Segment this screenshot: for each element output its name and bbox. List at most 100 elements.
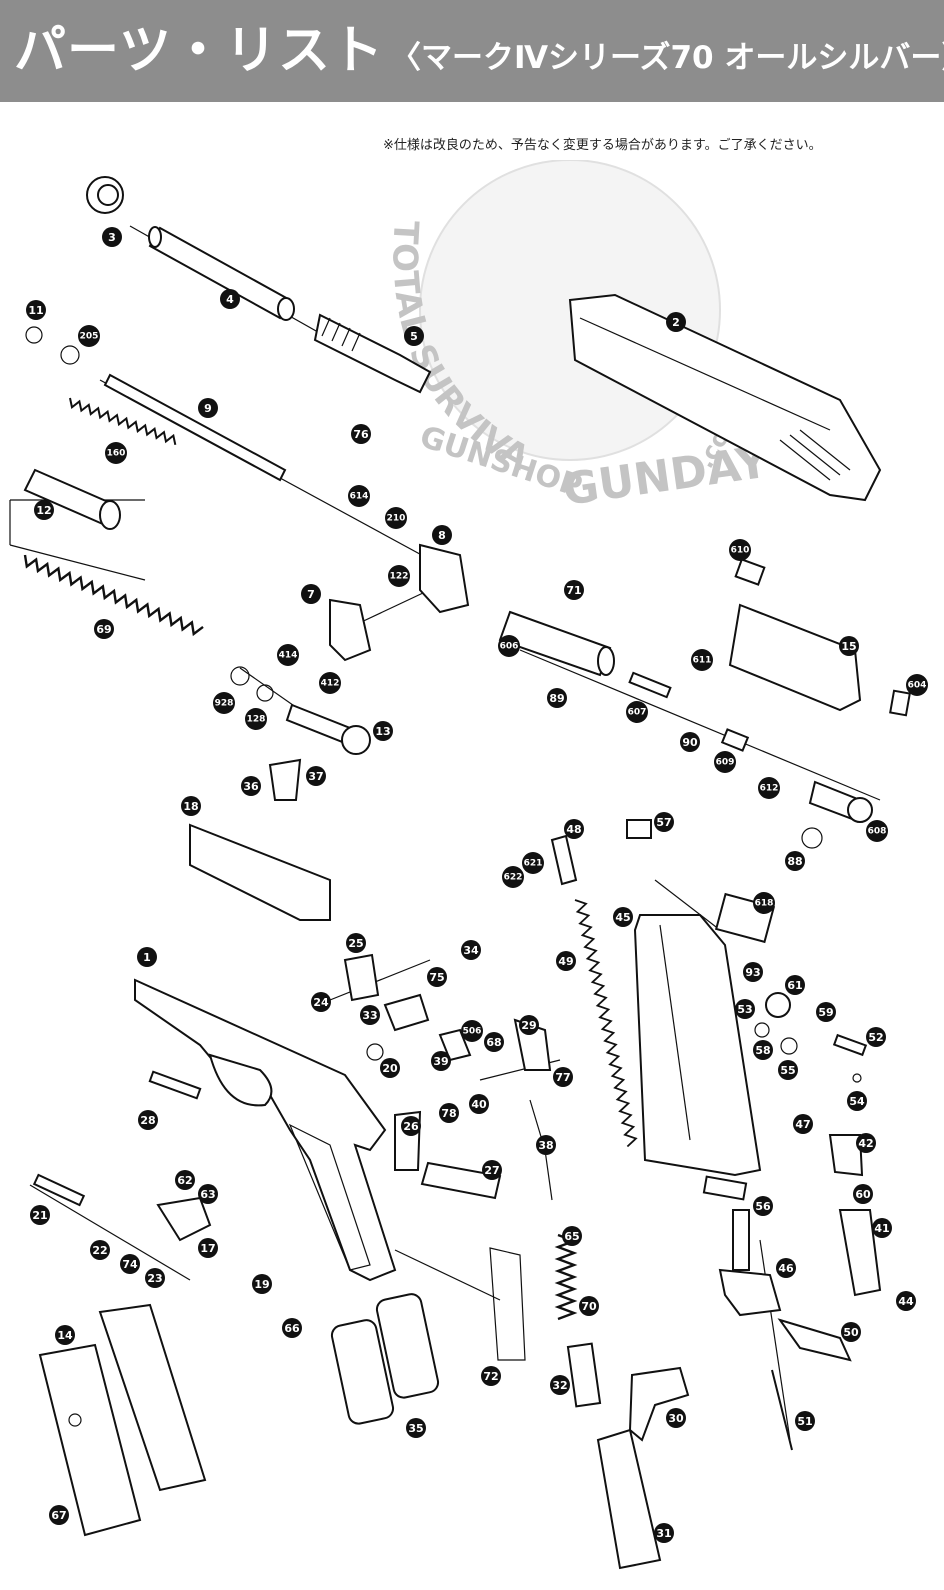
callout-bubble [553, 1067, 573, 1087]
callout-17: 17 [198, 1238, 218, 1258]
callout-number: 51 [797, 1415, 812, 1428]
callout-bubble [385, 507, 407, 529]
callout-number: 18 [183, 800, 198, 813]
callout-bubble [743, 962, 763, 982]
callout-51: 51 [795, 1411, 815, 1431]
callout-76: 76 [351, 424, 371, 444]
callout-number: 122 [390, 572, 409, 582]
callout-608: 608 [866, 820, 888, 842]
callout-506: 506 [461, 1020, 483, 1042]
callout-number: 61 [787, 979, 802, 992]
callout-bubble [691, 649, 713, 671]
callout-bubble [78, 325, 100, 347]
callout-number: 610 [731, 546, 750, 556]
callout-number: 22 [92, 1244, 107, 1257]
callout-bubble [145, 1268, 165, 1288]
callout-number: 77 [555, 1071, 570, 1084]
callout-number: 4 [226, 293, 234, 306]
callout-number: 30 [668, 1412, 684, 1425]
callout-614: 614 [348, 485, 370, 507]
callout-number: 66 [284, 1322, 300, 1335]
callout-number: 160 [107, 449, 126, 459]
callout-number: 612 [760, 784, 779, 794]
callout-606: 606 [498, 635, 520, 657]
callout-number: 40 [471, 1098, 487, 1111]
callout-bubble [564, 580, 584, 600]
callout-number: 7 [307, 588, 315, 601]
callout-number: 36 [243, 780, 259, 793]
callout-bubble [793, 1114, 813, 1134]
callout-number: 37 [308, 770, 323, 783]
callout-number: 58 [755, 1044, 770, 1057]
callout-number: 53 [737, 1003, 752, 1016]
part-slide [568, 293, 882, 502]
callout-bubble [556, 951, 576, 971]
callout-88: 88 [785, 851, 805, 871]
callout-610: 610 [729, 539, 751, 561]
callout-number: 29 [521, 1019, 536, 1032]
callout-number: 20 [382, 1062, 398, 1075]
callout-12: 12 [34, 500, 54, 520]
callout-27: 27 [482, 1160, 502, 1180]
callout-bubble [536, 1135, 556, 1155]
part-outer-barrel [148, 226, 295, 321]
callout-33: 33 [360, 1005, 380, 1025]
part-inner-barrel [313, 313, 432, 394]
callout-46: 46 [776, 1258, 796, 1278]
callout-bubble [360, 1005, 380, 1025]
callout-number: 621 [524, 859, 543, 869]
part-small-parts [25, 326, 578, 1361]
callout-44: 44 [896, 1291, 916, 1311]
callout-number: 5 [410, 330, 418, 343]
callout-number: 46 [778, 1262, 794, 1275]
callout-36: 36 [241, 776, 261, 796]
callout-67: 67 [49, 1505, 69, 1525]
callout-40: 40 [469, 1094, 489, 1114]
callout-24: 24 [311, 992, 331, 1012]
callout-612: 612 [758, 777, 780, 799]
callout-18: 18 [181, 796, 201, 816]
callout-number: 44 [898, 1295, 914, 1308]
callout-210: 210 [385, 507, 407, 529]
callout-57: 57 [654, 812, 674, 832]
callout-bubble [758, 777, 780, 799]
callout-412: 412 [319, 672, 341, 694]
callout-number: 622 [504, 873, 523, 883]
callout-bubble [102, 227, 122, 247]
callout-1: 1 [137, 947, 157, 967]
callout-618: 618 [753, 892, 775, 914]
part-recoil-plug [23, 468, 121, 530]
part-grip-frame-right [98, 1303, 207, 1492]
callout-bubble [373, 721, 393, 741]
callout-number: 49 [558, 955, 573, 968]
callout-bubble [481, 1366, 501, 1386]
callout-bubble [198, 1238, 218, 1258]
callout-bubble [666, 1408, 686, 1428]
callout-90: 90 [680, 732, 700, 752]
callout-number: 414 [279, 651, 298, 661]
callout-number: 928 [215, 699, 234, 709]
part-nozzle-pieces [628, 671, 911, 849]
callout-160: 160 [105, 442, 127, 464]
callout-number: 75 [429, 971, 444, 984]
callout-number: 12 [36, 504, 51, 517]
callout-bubble [346, 933, 366, 953]
callout-74: 74 [120, 1254, 140, 1274]
exploded-parts-diagram: TOTAL SURVIVAL GUNSHOP GUNDAY .co.jp [0, 160, 928, 1570]
callout-59: 59 [816, 1002, 836, 1022]
callout-number: 24 [313, 996, 329, 1009]
callout-number: 45 [615, 911, 630, 924]
callout-bubble [49, 1505, 69, 1525]
callout-number: 67 [51, 1509, 66, 1522]
callout-61: 61 [785, 975, 805, 995]
callout-77: 77 [553, 1067, 573, 1087]
callout-70: 70 [579, 1296, 599, 1316]
callout-bubble [137, 947, 157, 967]
callout-bubble [484, 1032, 504, 1052]
callout-609: 609 [714, 751, 736, 773]
callout-11: 11 [26, 300, 46, 320]
callout-45: 45 [613, 907, 633, 927]
callout-15: 15 [839, 636, 859, 656]
callout-bubble [839, 636, 859, 656]
callout-bubble [785, 851, 805, 871]
